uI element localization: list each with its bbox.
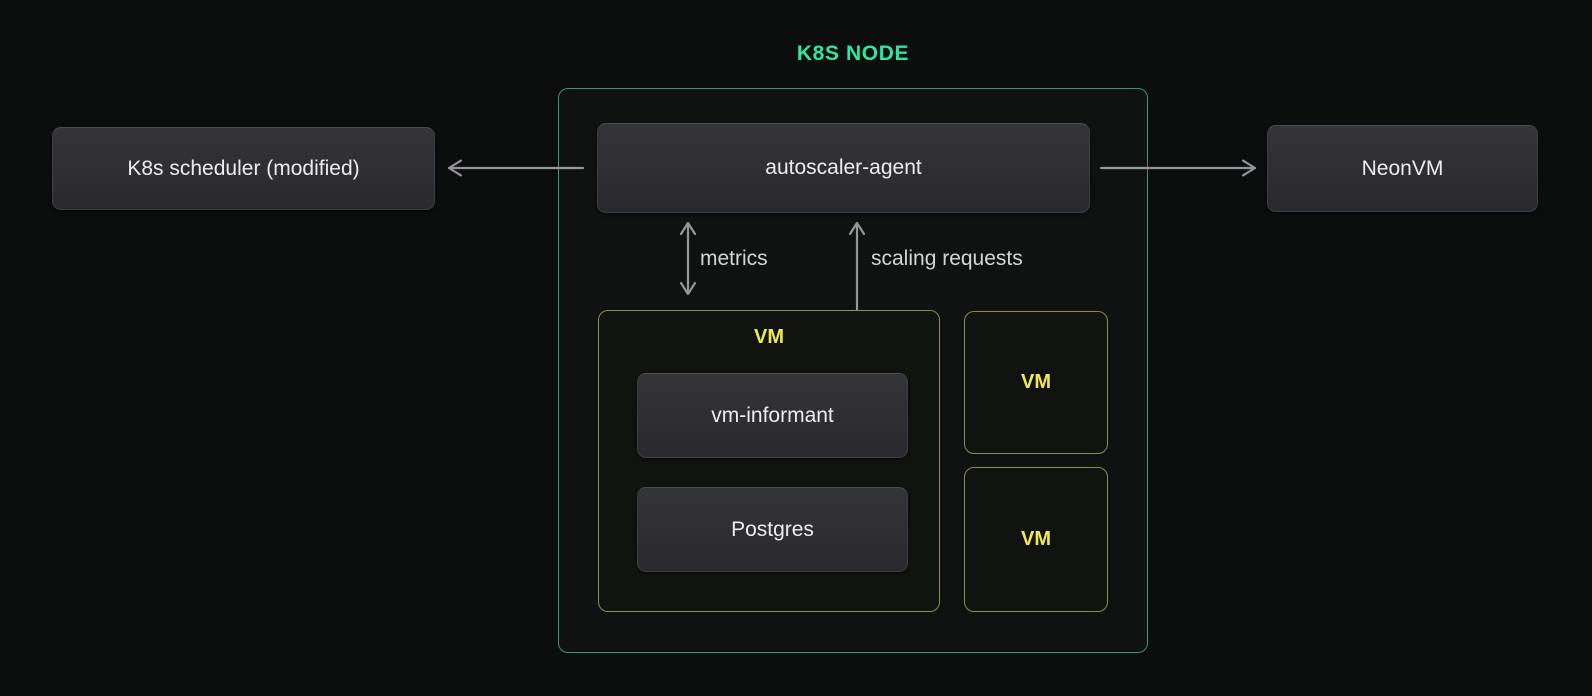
- node-autoscaler-agent: autoscaler-agent: [597, 123, 1090, 213]
- vm-box-top: VM: [964, 311, 1108, 454]
- node-vm-informant: vm-informant: [637, 373, 908, 458]
- cluster-title: K8S NODE: [796, 42, 910, 65]
- edge-label-metrics: metrics: [700, 247, 768, 270]
- node-k8s-scheduler: K8s scheduler (modified): [52, 127, 435, 210]
- node-neonvm: NeonVM: [1267, 125, 1538, 212]
- node-neonvm-label: NeonVM: [1361, 156, 1444, 180]
- node-vm-informant-label: vm-informant: [711, 403, 834, 427]
- vm-group-title: VM: [754, 326, 784, 348]
- vm-box-bottom-label: VM: [1021, 528, 1051, 550]
- vm-box-top-label: VM: [1021, 371, 1051, 393]
- node-k8s-scheduler-label: K8s scheduler (modified): [127, 156, 360, 180]
- node-postgres: Postgres: [637, 487, 908, 572]
- node-postgres-label: Postgres: [731, 517, 814, 541]
- vm-box-bottom: VM: [964, 467, 1108, 612]
- edge-label-scaling-requests: scaling requests: [871, 247, 1023, 270]
- node-autoscaler-agent-label: autoscaler-agent: [765, 156, 922, 179]
